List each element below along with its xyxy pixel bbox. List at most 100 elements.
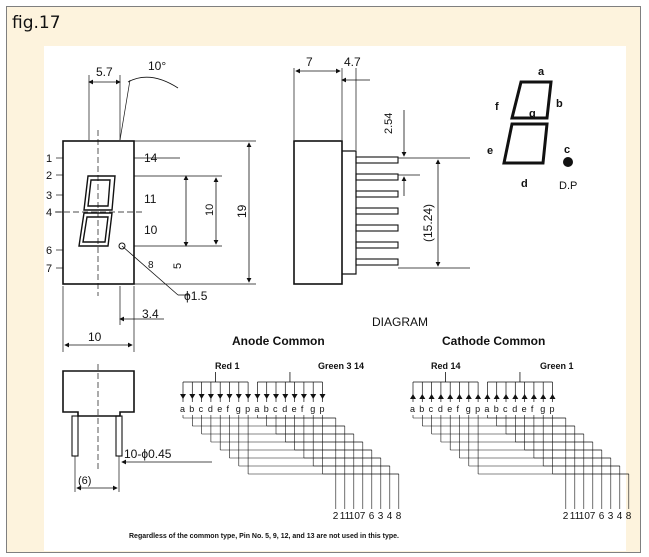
led-diode bbox=[428, 394, 435, 399]
pin-label: 2 bbox=[333, 511, 339, 522]
dim-lead-len: 4.7 bbox=[344, 55, 361, 69]
side-body bbox=[293, 140, 343, 285]
dim-side-width: 7 bbox=[306, 55, 313, 69]
pin-label: 6 bbox=[369, 511, 375, 522]
pin-label: 6 bbox=[599, 511, 605, 522]
seg-label-dp: D.P bbox=[559, 180, 577, 192]
bottom-view-labels: 10-ϕ0.45 (6) bbox=[78, 447, 172, 487]
led-diode bbox=[198, 394, 205, 399]
segment-letter: e bbox=[217, 404, 222, 414]
segment-letter: p bbox=[475, 404, 480, 414]
led-diode bbox=[273, 394, 279, 399]
dim-top-width: 5.7 bbox=[96, 65, 113, 79]
led-diode bbox=[300, 394, 307, 399]
segment-letter: b bbox=[494, 404, 499, 414]
dim-lead-spec: 10-ϕ0.45 bbox=[124, 447, 172, 461]
pin-label: 3 bbox=[378, 511, 384, 522]
led-diode bbox=[484, 394, 491, 399]
cathode-green-label: Green 1 bbox=[540, 361, 574, 371]
segment-letter: g bbox=[540, 404, 545, 414]
figure-label: fig.17 bbox=[12, 13, 61, 33]
decimal-point bbox=[563, 157, 573, 167]
led-diode bbox=[465, 394, 472, 399]
led-diode bbox=[291, 394, 298, 399]
pin-label: 8 bbox=[626, 511, 632, 522]
led-diode bbox=[245, 394, 252, 399]
led-diode bbox=[180, 394, 186, 399]
segment-letter: a bbox=[254, 404, 259, 414]
led-diode bbox=[282, 394, 289, 399]
pin-label: 10 bbox=[579, 511, 591, 522]
led-diode bbox=[419, 394, 426, 399]
pin-label: 11 bbox=[340, 511, 351, 522]
led-diode bbox=[512, 394, 519, 399]
segment-letter: f bbox=[301, 404, 304, 414]
segment-letter: g bbox=[310, 404, 315, 414]
segment-letter: c bbox=[503, 404, 508, 414]
led-diode bbox=[310, 394, 317, 399]
segment-letter: c bbox=[429, 404, 434, 414]
dim-angle: 10° bbox=[148, 59, 166, 73]
cathode-title: Cathode Common bbox=[442, 334, 545, 348]
segment-letter: c bbox=[273, 404, 278, 414]
pin-num-6: 6 bbox=[46, 245, 52, 257]
pin-label: 2 bbox=[563, 511, 569, 522]
led-diode bbox=[319, 394, 326, 399]
seg-label-g: g bbox=[529, 108, 536, 120]
pin-label: 11 bbox=[570, 511, 581, 522]
seg-label-a: a bbox=[538, 66, 545, 78]
pin-label: 4 bbox=[387, 511, 393, 522]
dim-lead-pitch: (6) bbox=[78, 475, 91, 487]
front-digit-outline bbox=[78, 175, 116, 247]
led-diode bbox=[254, 394, 261, 399]
pin-num-7: 7 bbox=[46, 263, 52, 275]
segment-letter: a bbox=[180, 404, 185, 414]
segment-upper bbox=[510, 80, 553, 120]
segment-letter: d bbox=[438, 404, 443, 414]
led-diode bbox=[475, 394, 482, 399]
pin-num-3: 3 bbox=[46, 190, 52, 202]
led-diode bbox=[189, 394, 196, 399]
led-diode bbox=[549, 394, 556, 399]
segment-labels: a b c d e f g D.P bbox=[487, 66, 577, 192]
front-body bbox=[62, 140, 135, 285]
footnote: Regardless of the common type, Pin No. 5… bbox=[129, 533, 399, 540]
led-diode bbox=[263, 394, 270, 399]
anode-title: Anode Common bbox=[232, 334, 325, 348]
pin-label: 3 bbox=[608, 511, 614, 522]
segment-letter: g bbox=[236, 404, 241, 414]
pin-label: 8 bbox=[396, 511, 402, 522]
seg-label-f: f bbox=[495, 101, 499, 113]
pin-num-11: 11 bbox=[144, 192, 157, 206]
segment-letter: f bbox=[457, 404, 460, 414]
dim-seg-height: 10 bbox=[204, 204, 216, 216]
led-diode bbox=[217, 394, 224, 399]
segment-letter: b bbox=[264, 404, 269, 414]
seg-label-d: d bbox=[521, 178, 528, 190]
anode-green-label: Green 3 14 bbox=[318, 361, 364, 371]
segment-letter: d bbox=[512, 404, 517, 414]
pin-label: 7 bbox=[590, 511, 596, 522]
side-view-labels: 7 4.7 2.54 (15.24) bbox=[306, 55, 435, 242]
led-diode bbox=[540, 394, 547, 399]
dim-pitch: 2.54 bbox=[383, 113, 395, 134]
led-diode bbox=[437, 394, 444, 399]
led-diode bbox=[503, 394, 509, 399]
segment-letter: e bbox=[447, 404, 452, 414]
led-diode bbox=[521, 394, 528, 399]
segment-letter: b bbox=[419, 404, 424, 414]
pin-num-8: 8 bbox=[148, 260, 154, 271]
pin-num-1: 1 bbox=[46, 153, 52, 165]
segment-letter: a bbox=[410, 404, 415, 414]
pin-label: 4 bbox=[617, 511, 623, 522]
led-diode bbox=[493, 394, 500, 399]
pin-label: 7 bbox=[360, 511, 366, 522]
segment-letter: p bbox=[550, 404, 555, 414]
dim-span: (15.24) bbox=[421, 204, 435, 242]
segment-display-icon bbox=[502, 80, 573, 167]
segment-lower bbox=[502, 122, 549, 165]
pin-num-4: 4 bbox=[46, 207, 52, 219]
dim-pitch-total: 10 bbox=[88, 330, 102, 344]
segment-letter: d bbox=[282, 404, 287, 414]
